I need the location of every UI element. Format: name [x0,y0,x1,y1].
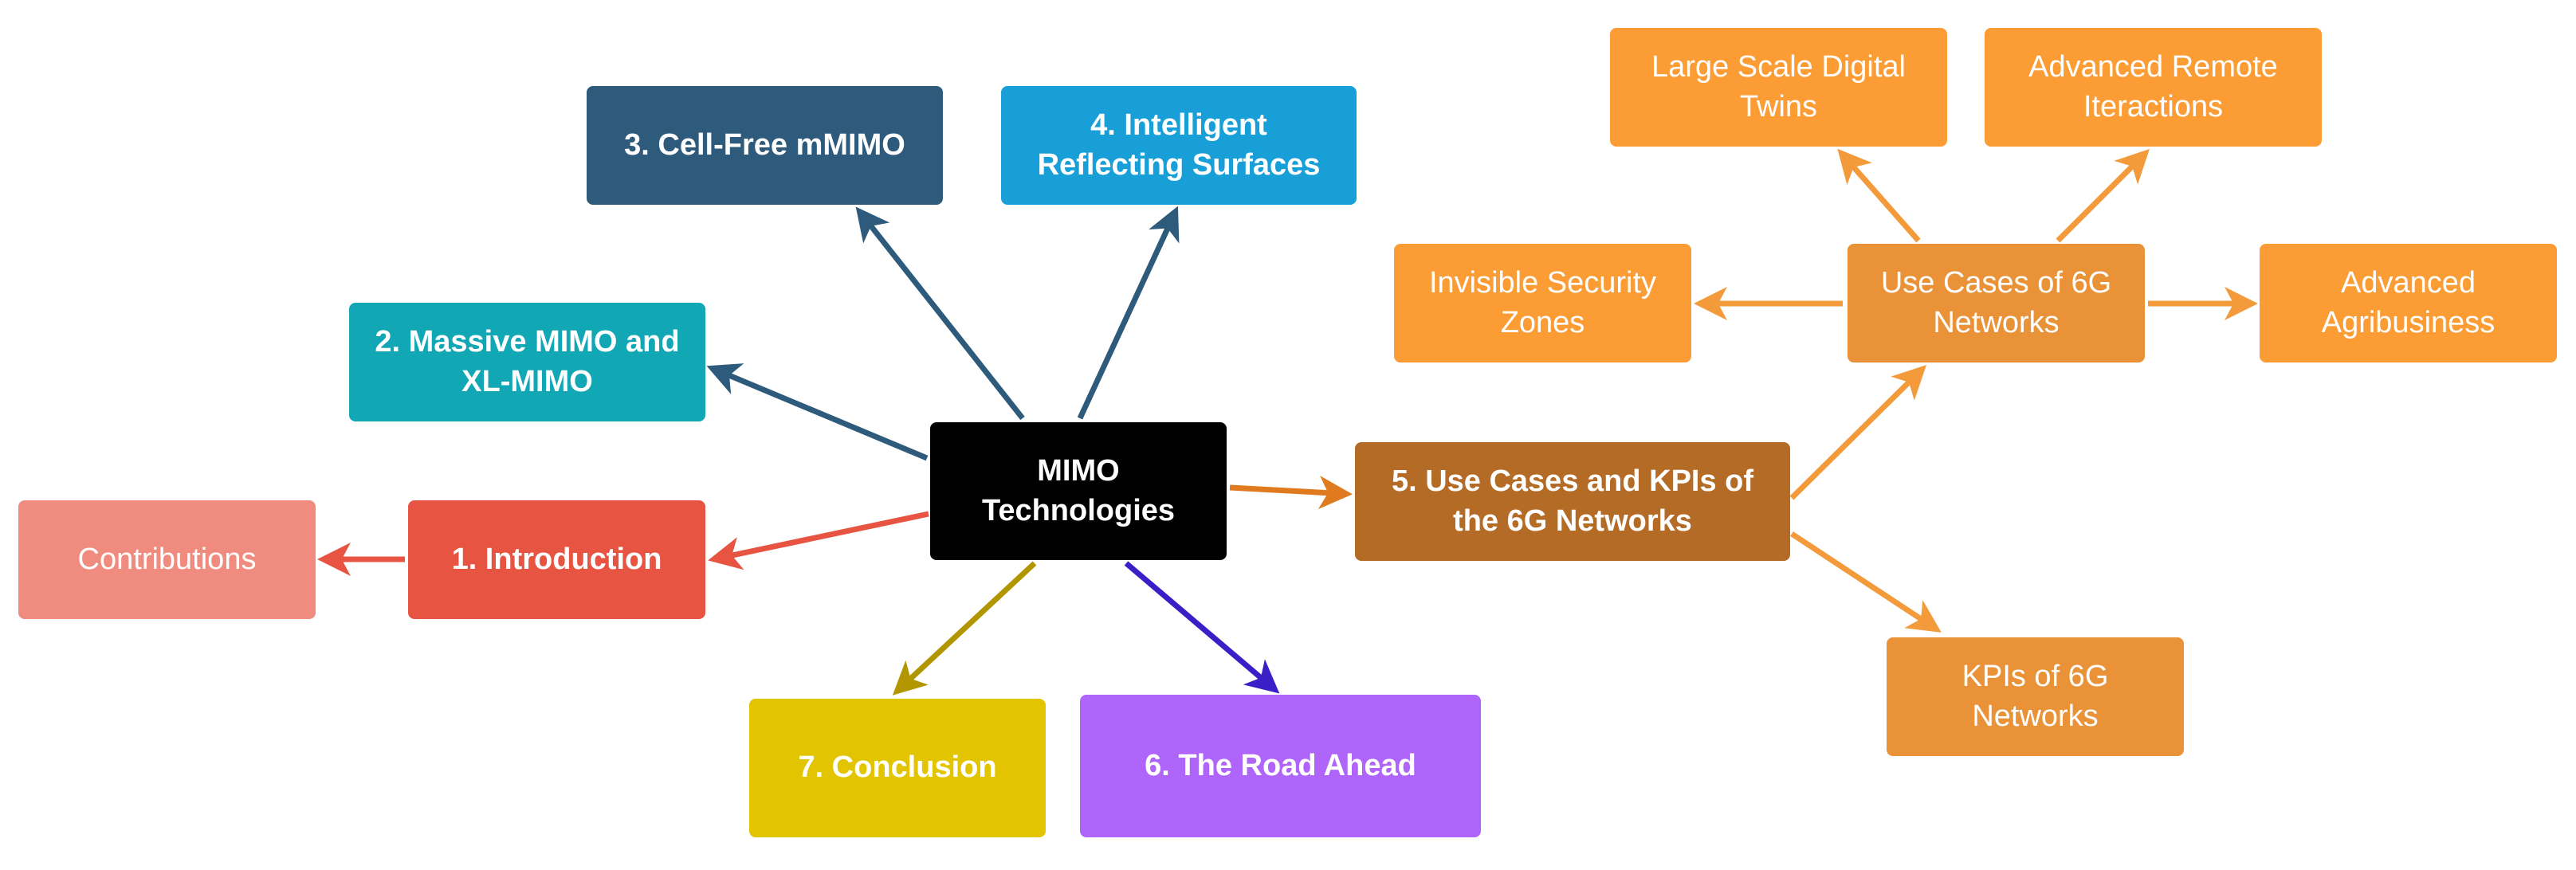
node-kpis-of-6g-label: KPIs of 6G Networks [1961,660,2109,733]
node-large-scale-digital-twins: Large Scale Digital Twins [1610,28,1947,147]
node-digital-twins-label: Large Scale Digital Twins [1651,50,1906,123]
node-invisible-security-zones: Invisible Security Zones [1394,244,1691,362]
node-remote-interactions-label: Advanced Remote Iteractions [2028,50,2278,123]
arrow-use-cases-kpis-to-kpis-6g [1790,531,1942,633]
node-contributions: Contributions [18,500,316,619]
arrow-center-to-introduction [708,511,929,570]
arrow-center-to-cell-free [855,206,1025,421]
center-node-label: MIMO Technologies [981,454,1176,527]
node-use-cases-and-kpis: 5. Use Cases and KPIs of the 6G Networks [1355,442,1790,561]
node-cell-free-mmimo-label: 3. Cell-Free mMIMO [624,127,905,162]
node-advanced-agribusiness: Advanced Agribusiness [2260,244,2557,362]
node-contributions-label: Contributions [77,542,257,576]
node-cell-free-mmimo: 3. Cell-Free mMIMO [587,86,943,205]
node-conclusion: 7. Conclusion [749,699,1046,837]
arrow-center-to-conclusion [892,561,1037,696]
arrow-center-to-irs [1077,206,1180,420]
arrow-center-to-use-cases-kpis [1229,476,1353,510]
node-use-cases-and-kpis-label: 5. Use Cases and KPIs of the 6G Networks [1391,464,1754,538]
node-introduction-label: 1. Introduction [451,542,662,576]
node-intelligent-reflecting-surfaces: 4. Intelligent Reflecting Surfaces [1001,86,1357,205]
node-use-cases-of-6g-label: Use Cases of 6G Networks [1880,266,2112,339]
arrow-center-to-road-ahead [1124,561,1280,694]
node-security-zones-label: Invisible Security Zones [1428,266,1657,339]
center-node-mimo-technologies: MIMO Technologies [930,422,1227,560]
node-introduction: 1. Introduction [408,500,705,619]
node-conclusion-label: 7. Conclusion [798,750,997,785]
node-agribusiness-label: Advanced Agribusiness [2321,266,2496,339]
node-kpis-of-6g: KPIs of 6G Networks [1887,637,2184,756]
arrow-use-cases-6g-to-digital-twins [1837,148,1921,243]
arrow-use-cases-6g-to-remote-interactions [2056,149,2150,243]
node-use-cases-of-6g: Use Cases of 6G Networks [1848,244,2145,362]
arrow-center-to-massive-mimo [706,363,929,461]
arrow-use-cases-kpis-to-use-cases-6g [1789,365,1926,500]
node-irs-label: 4. Intelligent Reflecting Surfaces [1037,108,1321,182]
node-road-ahead-label: 6. The Road Ahead [1145,748,1416,782]
node-massive-mimo-label: 2. Massive MIMO and XL-MIMO [375,325,680,398]
node-advanced-remote-interactions: Advanced Remote Iteractions [1985,28,2322,147]
node-massive-mimo: 2. Massive MIMO and XL-MIMO [349,303,705,421]
node-the-road-ahead: 6. The Road Ahead [1080,695,1481,837]
